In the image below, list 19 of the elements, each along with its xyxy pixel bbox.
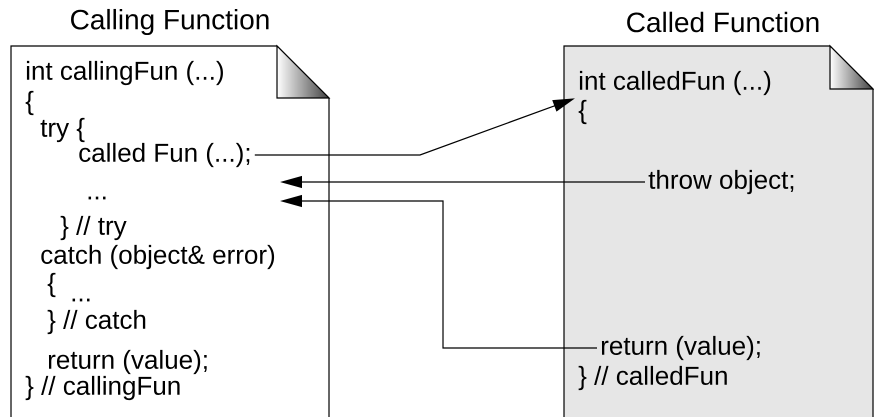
code-line: int callingFun (...) xyxy=(26,60,223,86)
code-line: } // try xyxy=(60,216,127,240)
code-line: ... xyxy=(88,196,106,200)
code-line: called Fun (...); xyxy=(79,142,250,168)
heading: Calling Function xyxy=(71,8,268,36)
code-line: } // catch xyxy=(48,310,146,334)
code-line: { xyxy=(26,90,34,116)
heading: Called Function xyxy=(627,12,818,32)
code-line: return (value); xyxy=(48,350,207,374)
code-line: ... xyxy=(72,298,90,302)
code-line: { xyxy=(48,272,56,298)
code-line: { xyxy=(578,100,586,124)
code-line: } // callingFun xyxy=(26,376,180,400)
code-line: try { xyxy=(40,118,85,142)
code-line: return (value); xyxy=(602,336,760,360)
code-line: catch (object& error) xyxy=(41,244,274,270)
code-line: int calledFun (...) xyxy=(580,70,770,96)
code-line: } // calledFun xyxy=(578,366,727,390)
code-line: throw object; xyxy=(648,170,794,194)
